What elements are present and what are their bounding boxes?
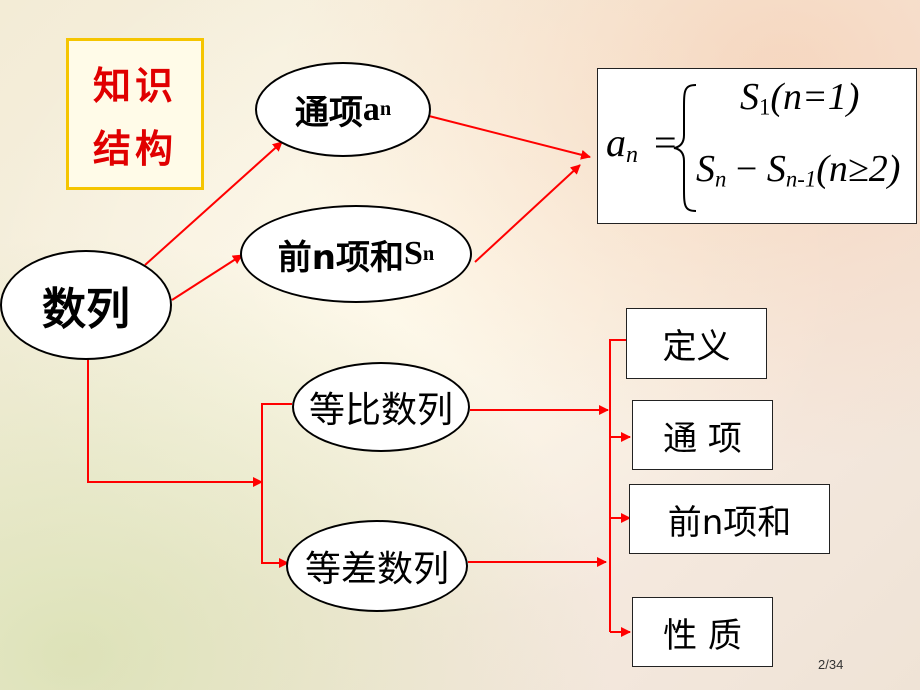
general-term-label: 通项 xyxy=(294,93,363,133)
line-branch-vertical xyxy=(261,403,292,482)
formula-lhs-sub: n xyxy=(626,142,638,168)
case2-minus: − xyxy=(735,148,758,190)
root-node-label: 数列 xyxy=(42,284,130,335)
partial-sum-box-label: 前n项和 xyxy=(667,502,792,543)
properties-label: 性 质 xyxy=(663,615,742,656)
formula-box: an = S1(n=1) Sn − Sn-1(n≥2) xyxy=(597,68,917,224)
line-root-down xyxy=(87,345,263,487)
partial-sum-sub: n xyxy=(422,242,435,265)
arrow-general-term-to-formula xyxy=(424,114,591,160)
arrow-root-to-general-term xyxy=(144,141,283,266)
title-line-1: 知识 xyxy=(92,64,177,108)
root-node: 数列 xyxy=(0,250,172,360)
arrow-root-to-partial-sum xyxy=(171,254,243,301)
formula-lhs: an = xyxy=(606,119,677,169)
formula-case-2: Sn − Sn-1(n≥2) xyxy=(696,147,900,193)
formula-brace xyxy=(673,84,697,212)
partial-sum-node: 前n项和 S n xyxy=(240,205,472,303)
line-branch-to-arithmetic xyxy=(261,482,289,568)
title-box: 知识 结构 xyxy=(66,38,204,190)
general-term-box-label: 通 项 xyxy=(663,418,742,459)
arithmetic-sequence-node: 等差数列 xyxy=(286,520,468,612)
definition-box: 定义 xyxy=(626,308,767,379)
general-term-node: 通项 a n xyxy=(255,62,431,157)
formula-case-1: S1(n=1) xyxy=(740,75,859,121)
arrow-partial-sum-to-formula xyxy=(474,164,581,263)
case1-cond: (n=1) xyxy=(770,76,860,118)
partial-sum-var: S xyxy=(403,235,423,272)
case2-sub1: n xyxy=(715,166,727,192)
general-term-sub: n xyxy=(379,98,392,120)
case2-var1: S xyxy=(696,148,715,190)
case2-cond: (n≥2) xyxy=(816,148,901,190)
line-bracket xyxy=(609,339,628,632)
case2-sub2: n-1 xyxy=(785,166,817,192)
case1-var: S xyxy=(740,76,759,118)
definition-label: 定义 xyxy=(662,327,731,367)
title-line-2: 结构 xyxy=(92,127,177,171)
case1-sub: 1 xyxy=(759,94,771,120)
page-number: 2/34 xyxy=(818,657,844,672)
geometric-sequence-node: 等比数列 xyxy=(292,362,470,452)
arithmetic-sequence-label: 等差数列 xyxy=(304,549,449,590)
geometric-sequence-label: 等比数列 xyxy=(308,390,453,431)
partial-sum-label: 前n项和 xyxy=(277,237,404,278)
formula-lhs-var: a xyxy=(606,120,626,165)
case2-var2: S xyxy=(766,148,786,190)
partial-sum-box: 前n项和 xyxy=(629,484,830,554)
formula-eq: = xyxy=(654,120,677,165)
general-term-box: 通 项 xyxy=(632,400,773,470)
properties-box: 性 质 xyxy=(632,597,773,667)
general-term-var: a xyxy=(362,90,380,128)
